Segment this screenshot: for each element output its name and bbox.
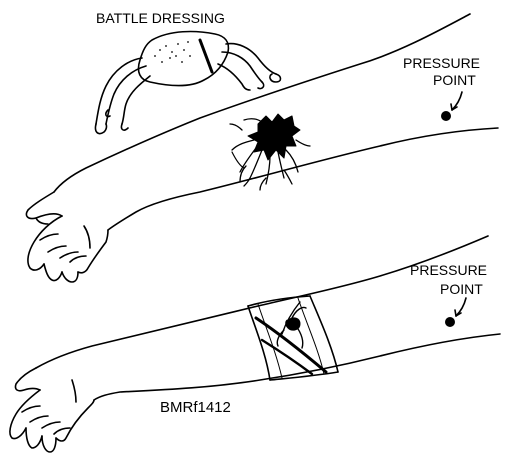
dressing-stipple: [154, 41, 191, 63]
figure-id-label: BMRf1412: [160, 400, 231, 416]
pressure-point-bottom-label-line1: PRESSURE: [410, 262, 487, 278]
wound-bleeding: [230, 114, 310, 190]
pressure-point-bottom-label-line2: POINT: [440, 281, 483, 297]
pressure-point-top: [441, 92, 462, 121]
pressure-point-top-label-line1: PRESSURE: [403, 55, 480, 71]
battle-dressing-label: BATTLE DRESSING: [96, 10, 225, 26]
pressure-point-top-label-line2: POINT: [433, 72, 476, 88]
pressure-point-bottom: [445, 298, 466, 327]
tourniquet-band: [248, 296, 338, 380]
